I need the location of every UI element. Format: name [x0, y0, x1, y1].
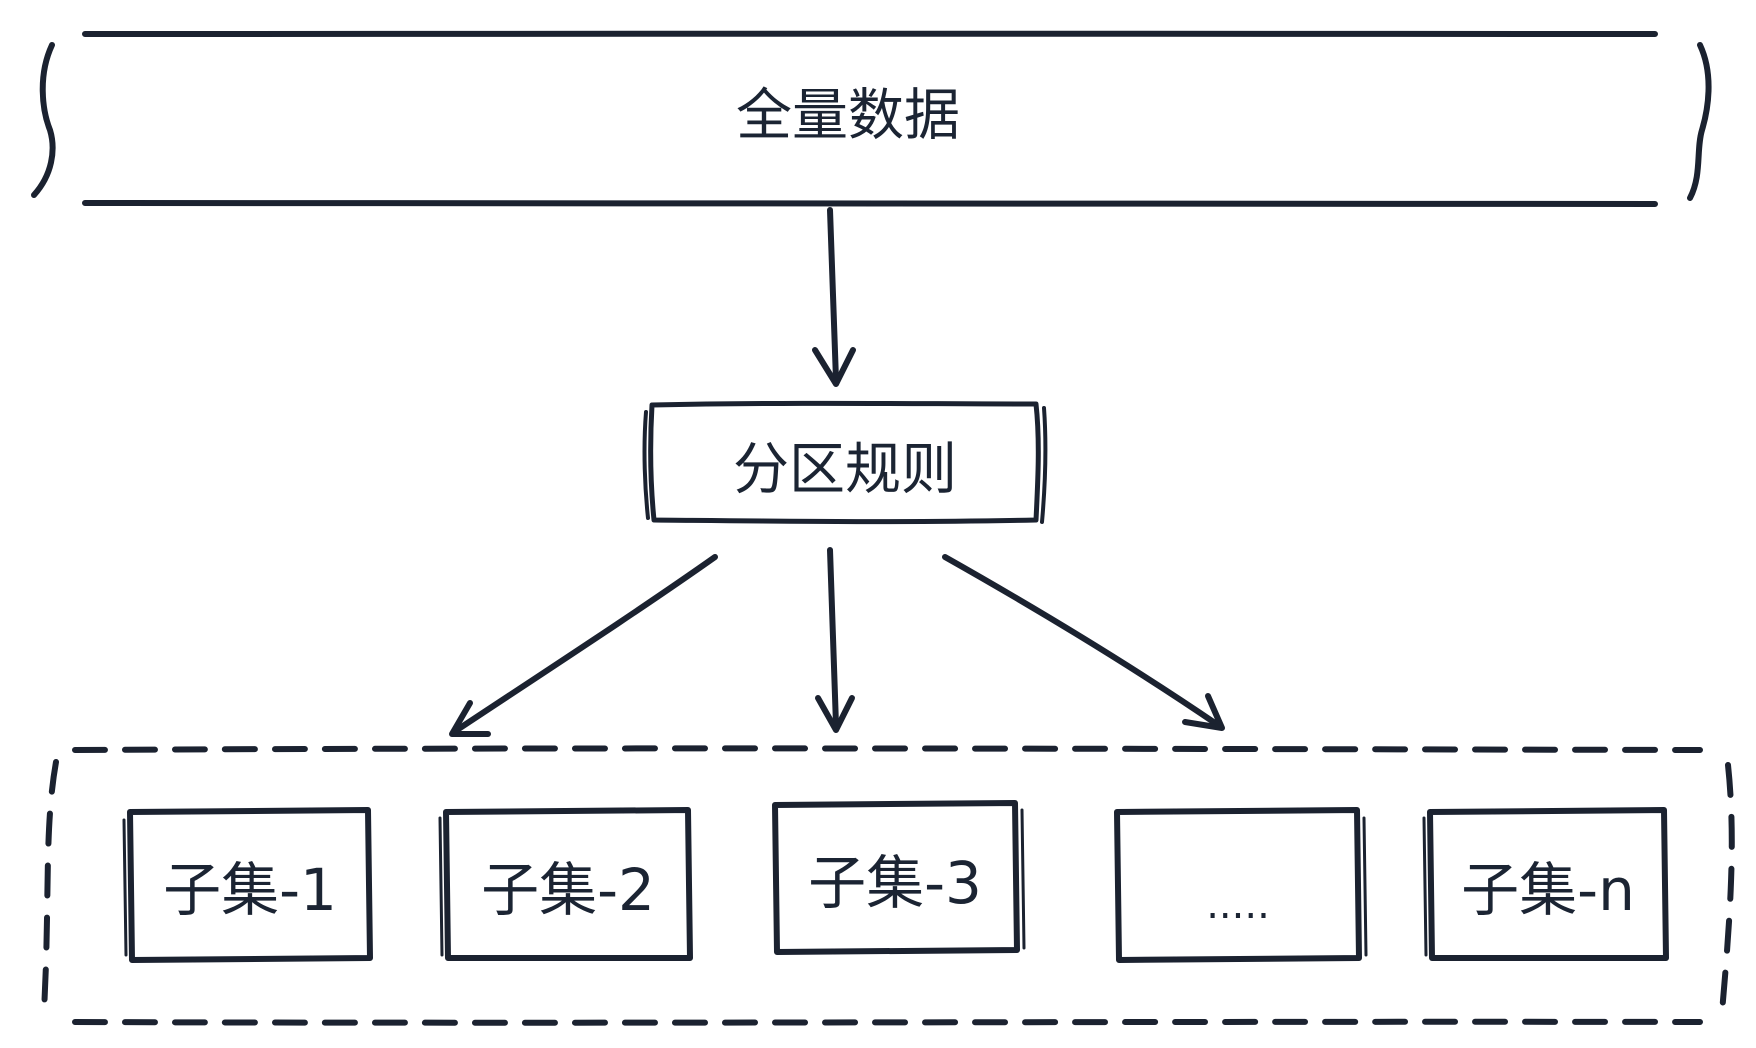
- arrow-full-to-rule: [812, 207, 856, 387]
- subset-box-ellipsis: .....: [1114, 807, 1368, 963]
- arrow-rule-to-right: [942, 554, 1225, 731]
- full-data-right-brace: [1687, 42, 1712, 201]
- full-data-left-brace: [31, 42, 56, 198]
- subset-label-3: 子集-3: [808, 849, 982, 917]
- full-data-bottom-line: [82, 200, 1658, 207]
- full-data-label: 全量数据: [736, 84, 960, 149]
- partition-rule-box: 分区规则: [642, 400, 1048, 525]
- subset-label-ellipsis: .....: [1206, 882, 1270, 928]
- subset-container: [41, 745, 1735, 1026]
- subset-label-n: 子集-n: [1461, 856, 1635, 924]
- subset-label-2: 子集-2: [481, 856, 655, 924]
- subset-label-1: 子集-1: [163, 856, 337, 924]
- subset-box-n: 子集-n: [1422, 807, 1669, 961]
- subset-box-2: 子集-2: [438, 807, 693, 961]
- full-data-top-line: [82, 30, 1658, 38]
- full-data-band: 全量数据: [31, 30, 1712, 207]
- subset-box-1: 子集-1: [122, 807, 373, 963]
- partition-rule-label: 分区规则: [733, 438, 957, 503]
- arrow-rule-to-left: [449, 554, 718, 737]
- subset-box-3: 子集-3: [772, 800, 1026, 955]
- arrow-rule-to-center: [815, 547, 855, 733]
